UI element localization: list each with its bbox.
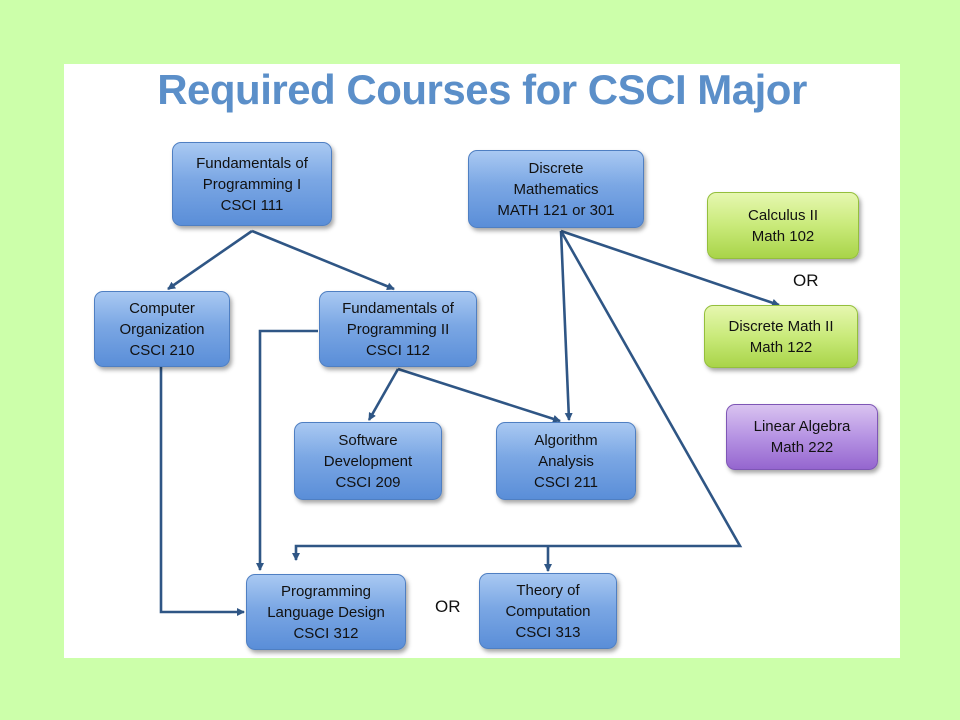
edge-discrete-discrete2 xyxy=(560,229,780,307)
course-algorithm-analysis: Algorithm Analysis CSCI 211 xyxy=(496,422,636,500)
course-software-code: CSCI 209 xyxy=(335,473,401,491)
course-discrete-math-ii: Discrete Math II Math 122 xyxy=(704,305,858,368)
course-comp-org-line2: Organization xyxy=(119,320,205,338)
course-fop2-code: CSCI 112 xyxy=(366,341,430,359)
course-linear-line1: Linear Algebra xyxy=(753,418,851,435)
course-fop2-line2: Programming II xyxy=(346,320,450,338)
course-calc2-line1: Calculus II xyxy=(747,206,819,224)
course-fop1-code: CSCI 111 xyxy=(220,196,284,214)
course-algorithm-line1: Algorithm xyxy=(534,431,598,449)
edge-fop2-pld xyxy=(256,329,318,571)
course-fop2-line1: Fundamentals of xyxy=(342,299,454,317)
course-fop1-line2: Programming I xyxy=(202,175,302,193)
course-software-development: Software Development CSCI 209 xyxy=(294,422,442,500)
course-discrete-line2: Mathematics xyxy=(513,180,599,198)
course-theory-line1: Theory of xyxy=(516,581,580,599)
edge-fop2-algorithm xyxy=(397,367,561,423)
course-computer-organization: Computer Organization CSCI 210 xyxy=(94,291,230,367)
course-algorithm-line2: Analysis xyxy=(538,452,594,470)
course-theory-code: CSCI 313 xyxy=(515,623,581,641)
course-linear-algebra: Linear Algebra Math 222 xyxy=(726,404,878,470)
course-pld-line2: Language Design xyxy=(267,603,385,621)
edge-fop1-fop2 xyxy=(251,229,395,291)
course-comp-org-code: CSCI 210 xyxy=(129,341,195,359)
course-fop1-line1: Fundamentals of xyxy=(196,154,308,172)
course-software-line2: Development xyxy=(323,452,413,470)
course-calculus-ii: Calculus II Math 102 xyxy=(707,192,859,259)
course-algorithm-code: CSCI 211 xyxy=(534,473,598,491)
course-software-line1: Software xyxy=(338,431,398,449)
course-discrete-code: MATH 121 or 301 xyxy=(497,201,615,219)
course-discrete2-code: Math 122 xyxy=(749,338,813,356)
diagram-title: Required Courses for CSCI Major xyxy=(157,66,807,113)
edge-fop1-comp-org xyxy=(167,229,253,291)
or-label-cs: OR xyxy=(435,597,461,616)
course-programming-language-design: Programming Language Design CSCI 312 xyxy=(246,574,406,650)
edge-discrete-pld xyxy=(292,230,743,561)
course-linear-code: Math 222 xyxy=(770,439,834,456)
edge-fop2-software xyxy=(367,368,400,421)
course-discrete-mathematics: Discrete Mathematics MATH 121 or 301 xyxy=(468,150,644,228)
course-pld-code: CSCI 312 xyxy=(293,624,359,642)
course-fop1: Fundamentals of Programming I CSCI 111 xyxy=(172,142,332,226)
diagram-slide: Required Courses for CSCI Major xyxy=(64,64,900,658)
edge-discrete-algorithm xyxy=(559,230,573,421)
course-discrete-line1: Discrete xyxy=(528,159,584,177)
course-comp-org-line1: Computer xyxy=(129,299,195,317)
prerequisite-arrows xyxy=(159,229,780,616)
course-theory-line2: Computation xyxy=(505,602,591,620)
course-discrete2-line1: Discrete Math II xyxy=(728,317,834,335)
course-theory-of-computation: Theory of Computation CSCI 313 xyxy=(479,573,617,649)
course-calc2-code: Math 102 xyxy=(751,227,815,245)
or-label-math: OR xyxy=(793,271,819,290)
edge-comp-org-pld xyxy=(159,367,245,616)
course-pld-line1: Programming xyxy=(280,582,371,600)
course-fop2: Fundamentals of Programming II CSCI 112 xyxy=(319,291,477,367)
